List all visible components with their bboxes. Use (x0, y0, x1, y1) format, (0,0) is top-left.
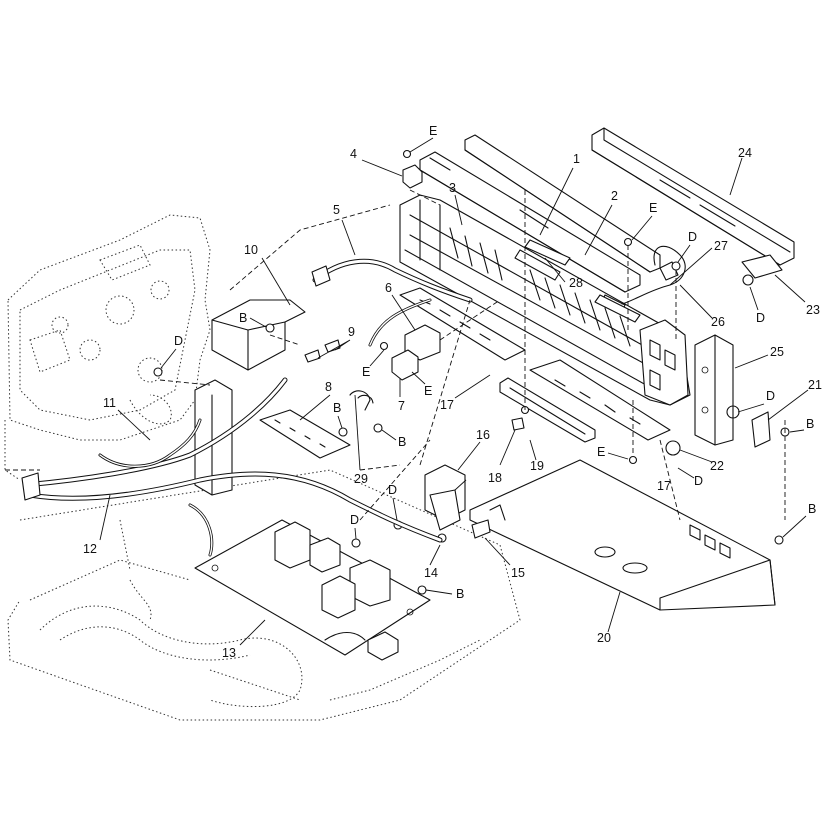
label-d-21: D (766, 389, 775, 403)
label-e-top: E (429, 124, 437, 138)
part-16-switch-assembly (424, 464, 491, 543)
part-13-circuit-board (194, 519, 431, 661)
small-parts (402, 164, 783, 456)
label-b-29: B (398, 435, 406, 449)
label-22: 22 (710, 459, 724, 473)
label-b-20: B (808, 502, 816, 516)
label-5: 5 (333, 203, 340, 217)
part-6-7-connectors (391, 324, 441, 381)
label-d-frame: D (174, 334, 183, 348)
label-4: 4 (350, 147, 357, 161)
label-e-rail: E (649, 201, 657, 215)
label-13: 13 (222, 646, 236, 660)
label-25: 25 (770, 345, 784, 359)
label-15: 15 (511, 566, 525, 580)
label-e-7b: E (424, 384, 432, 398)
label-d-14: D (388, 483, 397, 497)
label-27: 27 (714, 239, 728, 253)
label-b-10: B (239, 311, 247, 325)
label-24: 24 (738, 146, 752, 160)
label-7: 7 (398, 399, 405, 413)
label-3: 3 (449, 181, 456, 195)
label-29: 29 (354, 472, 368, 486)
label-b-13: B (456, 587, 464, 601)
wire-harness-12 (21, 377, 443, 557)
part-19-small-rail (499, 377, 596, 443)
fastener-labels: E E D D B D E E B B D B E D D D B B (160, 124, 816, 601)
wire-harness-5 (311, 258, 473, 347)
part-10-bracket (211, 299, 306, 371)
wire-harness-11 (98, 418, 202, 468)
part-2-lower-rail (419, 151, 641, 293)
label-21: 21 (808, 378, 822, 392)
label-18: 18 (488, 471, 502, 485)
label-28: 28 (569, 276, 583, 290)
part-20-bottom-plate (469, 459, 776, 611)
label-d-13: D (350, 513, 359, 527)
label-17b: 17 (657, 479, 671, 493)
label-b-8: B (333, 401, 341, 415)
part-3-main-frame (399, 194, 691, 406)
label-1: 1 (573, 152, 580, 166)
label-6: 6 (385, 281, 392, 295)
label-26: 26 (711, 315, 725, 329)
part-8-bracket (194, 379, 351, 496)
label-e-22: E (597, 445, 605, 459)
label-19: 19 (530, 459, 544, 473)
label-10: 10 (244, 243, 258, 257)
label-e-7a: E (362, 365, 370, 379)
label-12: 12 (83, 542, 97, 556)
label-2: 2 (611, 189, 618, 203)
label-d-22: D (694, 474, 703, 488)
part-24-top-rail (591, 127, 795, 266)
label-16: 16 (476, 428, 490, 442)
label-14: 14 (424, 566, 438, 580)
background-base-plate (4, 420, 521, 721)
background-side-frame (7, 214, 211, 441)
label-23: 23 (806, 303, 820, 317)
label-20: 20 (597, 631, 611, 645)
label-d-23: D (756, 311, 765, 325)
label-17a: 17 (440, 398, 454, 412)
label-d-27: D (688, 230, 697, 244)
part-25-side-bracket (694, 334, 734, 446)
leader-lines (99, 157, 809, 646)
label-8: 8 (325, 380, 332, 394)
label-9: 9 (348, 325, 355, 339)
part-labels: 1 2 3 4 5 6 7 8 9 10 11 12 13 14 15 16 1… (83, 146, 822, 660)
label-b-21: B (806, 417, 814, 431)
assembly-lines (5, 189, 786, 521)
label-11: 11 (103, 396, 116, 410)
